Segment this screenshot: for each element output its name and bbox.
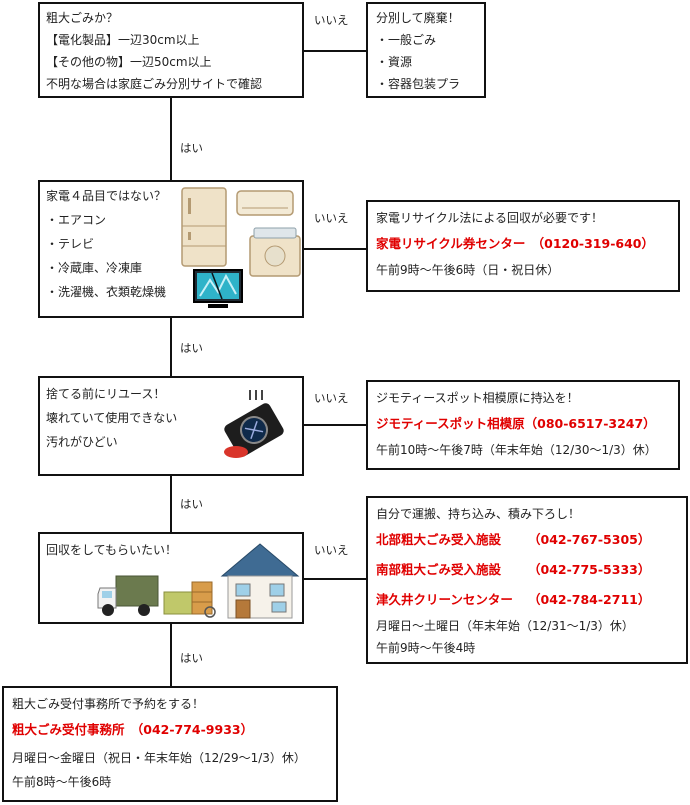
question-text: 【電化製品】一辺30cm以上 bbox=[46, 33, 200, 47]
air-conditioner-icon bbox=[236, 190, 294, 216]
no-label: いいえ bbox=[314, 391, 349, 405]
broken-tv-icon bbox=[193, 269, 243, 308]
broken-camera-icon bbox=[224, 390, 284, 458]
connector-q1-q2 bbox=[170, 96, 172, 180]
question-text: ・洗濯機、衣類乾燥機 bbox=[46, 285, 167, 299]
connector-q4-final bbox=[170, 622, 172, 686]
no-label: いいえ bbox=[314, 543, 349, 557]
facility-tel-tsukui[interactable]: （042-784-2711） bbox=[528, 592, 651, 607]
yes-label: はい bbox=[180, 141, 203, 155]
question-text: 汚れがひどい bbox=[46, 435, 118, 449]
answer-title: 自分で運搬、持ち込み、積み下ろし！ bbox=[376, 507, 581, 521]
answer-title: 家電リサイクル法による回収が必要です！ bbox=[376, 211, 604, 225]
question-text: ・冷蔵庫、冷凍庫 bbox=[46, 261, 143, 275]
question-text: 家電４品目ではない？ bbox=[46, 189, 167, 203]
connector-q2-q3 bbox=[170, 316, 172, 376]
yes-label: はい bbox=[180, 651, 203, 665]
business-hours: 午前9時～午後6時（日・祝日休） bbox=[376, 263, 560, 277]
question-text: 捨てる前にリユース！ bbox=[46, 387, 166, 401]
final-title: 粗大ごみ受付事務所で予約をする！ bbox=[12, 697, 205, 711]
furniture-icon bbox=[163, 581, 216, 618]
business-days: 月曜日～金曜日（祝日・年末年始（12/29～1/3）休） bbox=[12, 751, 306, 765]
truck-icon bbox=[97, 575, 159, 616]
question-box-appliances: 家電４品目ではない？ ・エアコン ・テレビ ・冷蔵庫、冷凍庫 ・洗濯機、衣類乾燥… bbox=[38, 180, 304, 318]
connector-q3-q4 bbox=[170, 476, 172, 532]
question-box-oversized: 粗大ごみか？ 【電化製品】一辺30cm以上 【その他の物】一辺50cm以上 不明… bbox=[38, 2, 304, 98]
answer-text: ・一般ごみ bbox=[376, 33, 437, 47]
question-text: 【その他の物】一辺50cm以上 bbox=[46, 55, 212, 69]
question-text: ・エアコン bbox=[46, 213, 107, 227]
answer-text: 分別して廃棄！ bbox=[376, 11, 460, 25]
final-box-reservation: 粗大ごみ受付事務所で予約をする！ 粗大ごみ受付事務所 （042-774-9933… bbox=[2, 686, 338, 802]
answer-text: ・容器包装プラ bbox=[376, 77, 461, 91]
connector-q4-a4 bbox=[302, 578, 366, 580]
question-text: 不明な場合は家庭ごみ分別サイトで確認 bbox=[46, 77, 263, 91]
facility-name-tsukui[interactable]: 津久井クリーンセンター bbox=[376, 592, 513, 607]
answer-box-sort-dispose: 分別して廃棄！ ・一般ごみ ・資源 ・容器包装プラ bbox=[366, 2, 486, 98]
facility-name-north[interactable]: 北部粗大ごみ受入施設 bbox=[376, 532, 502, 547]
facility-tel-north[interactable]: （042-767-5305） bbox=[528, 532, 651, 547]
business-hours: 午前9時～午後4時 bbox=[376, 641, 476, 655]
connector-q3-a3 bbox=[302, 424, 366, 426]
answer-box-self-transport: 自分で運搬、持ち込み、積み下ろし！ 北部粗大ごみ受入施設 （042-767-53… bbox=[366, 496, 688, 664]
question-text: ・テレビ bbox=[46, 237, 95, 251]
yes-label: はい bbox=[180, 341, 203, 355]
house-icon bbox=[220, 543, 300, 619]
answer-box-jmty-spot: ジモティースポット相模原に持込を！ ジモティースポット相模原（080-6517-… bbox=[366, 380, 680, 470]
answer-text: ・資源 bbox=[376, 55, 413, 69]
no-label: いいえ bbox=[314, 211, 349, 225]
connector-q1-a1 bbox=[302, 50, 366, 52]
no-label: いいえ bbox=[314, 13, 349, 27]
yes-label: はい bbox=[180, 497, 203, 511]
question-box-reuse: 捨てる前にリユース！ 壊れていて使用できない 汚れがひどい bbox=[38, 376, 304, 476]
contact-recycling-center[interactable]: 家電リサイクル券センター （0120-319-640） bbox=[376, 236, 654, 251]
washing-machine-icon bbox=[249, 227, 301, 277]
question-text: 粗大ごみか？ bbox=[46, 11, 119, 25]
question-box-collection: 回収をしてもらいたい！ bbox=[38, 532, 304, 624]
contact-reception-office[interactable]: 粗大ごみ受付事務所 （042-774-9933） bbox=[12, 722, 254, 737]
contact-jmty-spot[interactable]: ジモティースポット相模原（080-6517-3247） bbox=[376, 416, 656, 431]
business-hours: 午前10時～午後7時（年末年始（12/30～1/3）休） bbox=[376, 443, 657, 457]
facility-name-south[interactable]: 南部粗大ごみ受入施設 bbox=[376, 562, 502, 577]
question-text: 壊れていて使用できない bbox=[46, 411, 178, 425]
answer-box-recycling-law: 家電リサイクル法による回収が必要です！ 家電リサイクル券センター （0120-3… bbox=[366, 200, 680, 292]
business-days: 月曜日～土曜日（年末年始（12/31～1/3）休） bbox=[376, 619, 634, 633]
answer-title: ジモティースポット相模原に持込を！ bbox=[376, 391, 579, 405]
refrigerator-icon bbox=[181, 187, 227, 267]
business-hours: 午前8時～午後6時 bbox=[12, 775, 112, 789]
facility-tel-south[interactable]: （042-775-5333） bbox=[528, 562, 651, 577]
question-text: 回収をしてもらいたい！ bbox=[46, 543, 178, 557]
connector-q2-a2 bbox=[302, 248, 366, 250]
